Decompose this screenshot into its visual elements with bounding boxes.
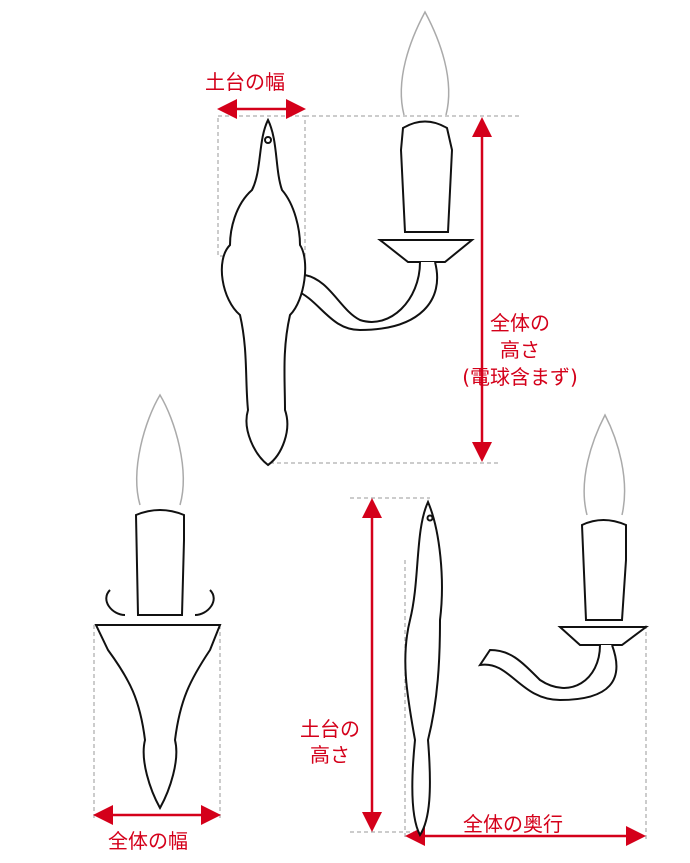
total-depth-label: 全体の奥行	[463, 812, 563, 836]
total-height-label-line1: 全体の	[490, 311, 550, 335]
sconce-front-view	[220, 10, 475, 467]
base-width-label: 土台の幅	[205, 70, 285, 94]
total-width-label: 全体の幅	[108, 829, 188, 853]
total-height-label-line3: (電球含まず)	[462, 365, 578, 389]
base-height-label-line1: 土台の	[300, 717, 360, 741]
dimension-arrows	[93, 99, 646, 846]
total-height-label-line2: 高さ	[500, 338, 540, 362]
base-height-label-line2: 高さ	[310, 743, 350, 767]
sconce-angled-view	[404, 413, 649, 837]
base-height-label: 土台の 高さ	[300, 716, 360, 768]
total-height-label: 全体の 高さ (電球含まず)	[450, 310, 590, 391]
sconce-side-view	[94, 393, 222, 811]
